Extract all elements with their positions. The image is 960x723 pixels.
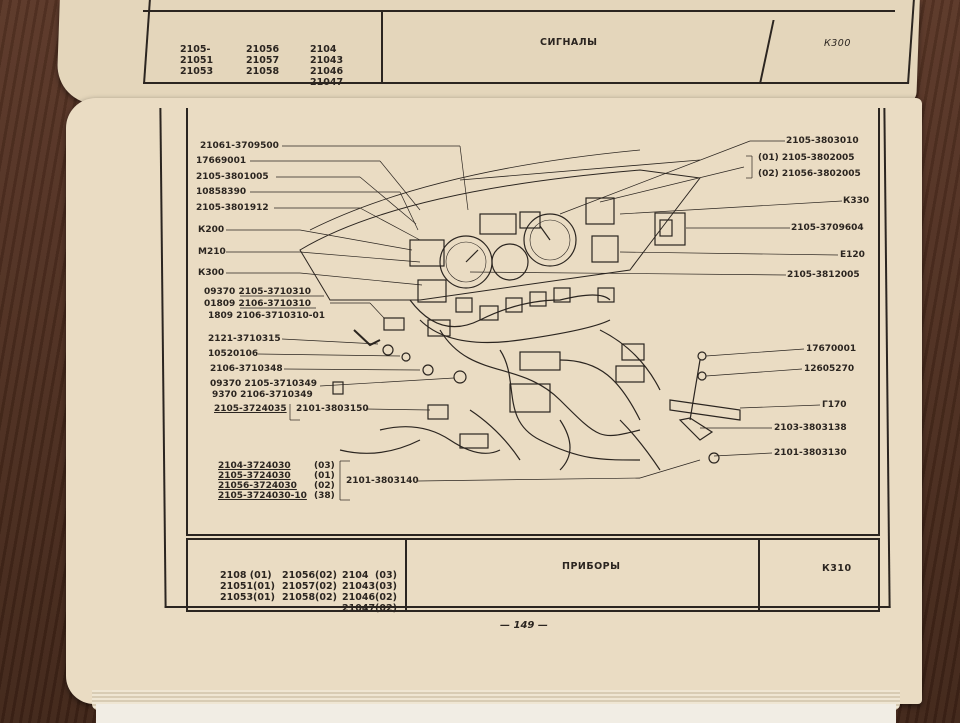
label-2101-3803140: 2101-3803140 (346, 476, 419, 486)
bottom-table-code: К310 (822, 563, 852, 574)
harness-qty: (03) (314, 461, 335, 471)
label-2105-3709604: 2105-3709604 (791, 223, 864, 233)
harness-code: 2105-3724030-10 (218, 491, 307, 501)
top-table-code: К300 (824, 38, 851, 49)
label-k200: К200 (198, 225, 225, 235)
label-02-21056-3802005: (02) 21056-3802005 (758, 169, 861, 179)
label-2101-3803130: 2101-3803130 (774, 448, 847, 458)
main-page (66, 98, 922, 704)
label-01809-2106-3710310: 01809 2106-3710310 (204, 299, 312, 309)
harness-code: 2105-3724030 (218, 471, 291, 481)
model-codes-col2: 21056(02)21057(02)21058(02) (282, 570, 337, 603)
harness-qty: (02) (314, 481, 335, 491)
label-m210: М210 (198, 247, 226, 257)
model-codes-col3: 2104 (03)21043(03)21046(02)21047(02) (342, 570, 397, 614)
label-2105-3803010: 2105-3803010 (786, 136, 859, 146)
label-2101-3803150: 2101-3803150 (296, 404, 369, 414)
bottom-table (186, 538, 880, 612)
harness-qty: (01) (314, 471, 335, 481)
drawing-frame (186, 108, 880, 536)
label-9370-2106-3710349: 9370 2106-3710349 (212, 390, 313, 400)
label-17669001: 17669001 (196, 156, 247, 166)
top-table-title: СИГНАЛЫ (540, 37, 598, 48)
label-2106-3710348: 2106-3710348 (210, 364, 283, 374)
label-12605270: 12605270 (804, 364, 855, 374)
model-codes-col1: 2108 (01)21051(01)21053(01) (220, 570, 275, 603)
label-21061-3709500: 21061-3709500 (200, 141, 279, 151)
label-09370-2105-3710310: 09370 2105-3710310 (204, 287, 312, 297)
label-09370-2105-3710349: 09370 2105-3710349 (210, 379, 318, 389)
label-10858390: 10858390 (196, 187, 247, 197)
label-17670001: 17670001 (806, 344, 857, 354)
page-number: — 149 — (500, 620, 548, 631)
harness-code: 21056-3724030 (218, 481, 297, 491)
bottom-table-divider-1 (405, 540, 407, 610)
bottom-table-title: ПРИБОРЫ (562, 561, 621, 572)
label-2105-3724035: 2105-3724035 (214, 404, 287, 414)
top-table-header-line (143, 10, 895, 12)
harness-qty: (38) (314, 491, 335, 501)
label-2121-3710315: 2121-3710315 (208, 334, 281, 344)
label-1809-2106-3710310-01: 1809 2106-3710310-01 (208, 311, 326, 321)
label-k300: К300 (198, 268, 225, 278)
bottom-table-divider-2 (758, 540, 760, 610)
label-e120: Е120 (840, 250, 865, 260)
label-2105-3812005: 2105-3812005 (787, 270, 860, 280)
label-g170: Г170 (822, 400, 847, 410)
harness-code: 2104-3724030 (218, 461, 291, 471)
top-table-divider-1 (381, 12, 383, 82)
label-01-2105-3802005: (01) 2105-3802005 (758, 153, 855, 163)
bottom-page-edge (96, 704, 896, 723)
label-2105-3801912: 2105-3801912 (196, 203, 269, 213)
label-2105-3801005: 2105-3801005 (196, 172, 269, 182)
label-10520106: 10520106 (208, 349, 259, 359)
label-2103-3803138: 2103-3803138 (774, 423, 847, 433)
label-k330: К330 (843, 196, 870, 206)
